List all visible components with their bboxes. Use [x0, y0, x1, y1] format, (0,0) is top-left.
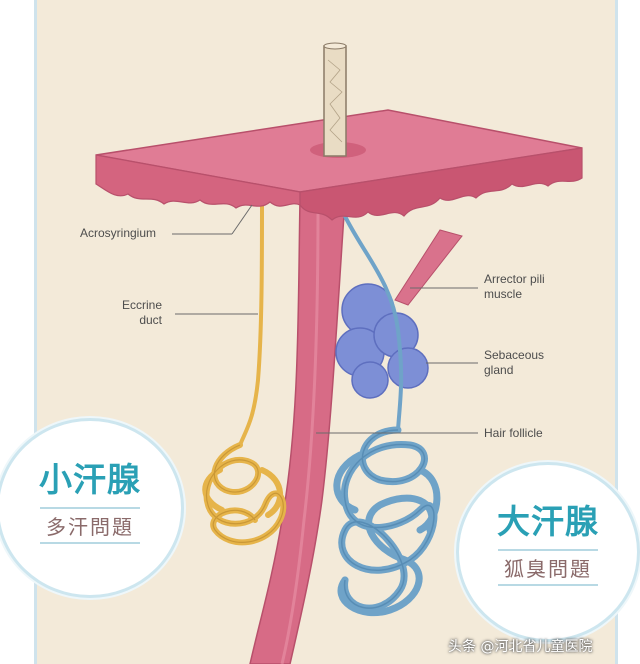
sebaceous-gland: [335, 283, 429, 399]
label-hair-follicle: Hair follicle: [484, 426, 543, 440]
skin-front-face: [95, 154, 301, 209]
apocrine-badge-subtitle: 狐臭問題: [498, 549, 598, 586]
eccrine-badge-title: 小汗腺: [39, 460, 141, 499]
label-sebaceous-gland: Sebaceous gland: [484, 348, 544, 378]
watermark-text: 头条 @河北省儿童医院: [448, 639, 593, 655]
label-leader-lines: [172, 204, 478, 434]
hair-follicle: [249, 199, 346, 664]
apocrine-badge-title: 大汗腺: [497, 502, 599, 541]
apocrine-badge: 大汗腺 狐臭問題: [456, 462, 640, 642]
eccrine-badge-subtitle: 多汗問題: [40, 507, 140, 544]
label-arrector-line1: Arrector pili: [484, 272, 545, 286]
eccrine-badge: 小汗腺 多汗問題: [0, 418, 184, 598]
label-arrector-line2: muscle: [484, 287, 523, 301]
apocrine-duct: [340, 209, 404, 431]
label-eccrine-duct-line1: Eccrine: [122, 298, 163, 312]
arrector-pili-muscle: [394, 229, 463, 306]
eccrine-gland: [202, 442, 287, 546]
label-acrosyringium: Acrosyringium: [80, 226, 157, 240]
skin-side-face: [299, 147, 583, 221]
label-sebaceous-line1: Sebaceous: [484, 348, 545, 362]
hair-shaft: [323, 42, 347, 157]
label-arrector-pili: Arrector pili muscle: [484, 272, 545, 302]
eccrine-duct: [238, 199, 264, 446]
apocrine-gland: [333, 426, 441, 617]
label-eccrine-duct-line2: duct: [139, 313, 163, 327]
label-sebaceous-line2: gland: [484, 363, 514, 377]
label-eccrine-duct: Eccrine duct: [122, 298, 162, 328]
